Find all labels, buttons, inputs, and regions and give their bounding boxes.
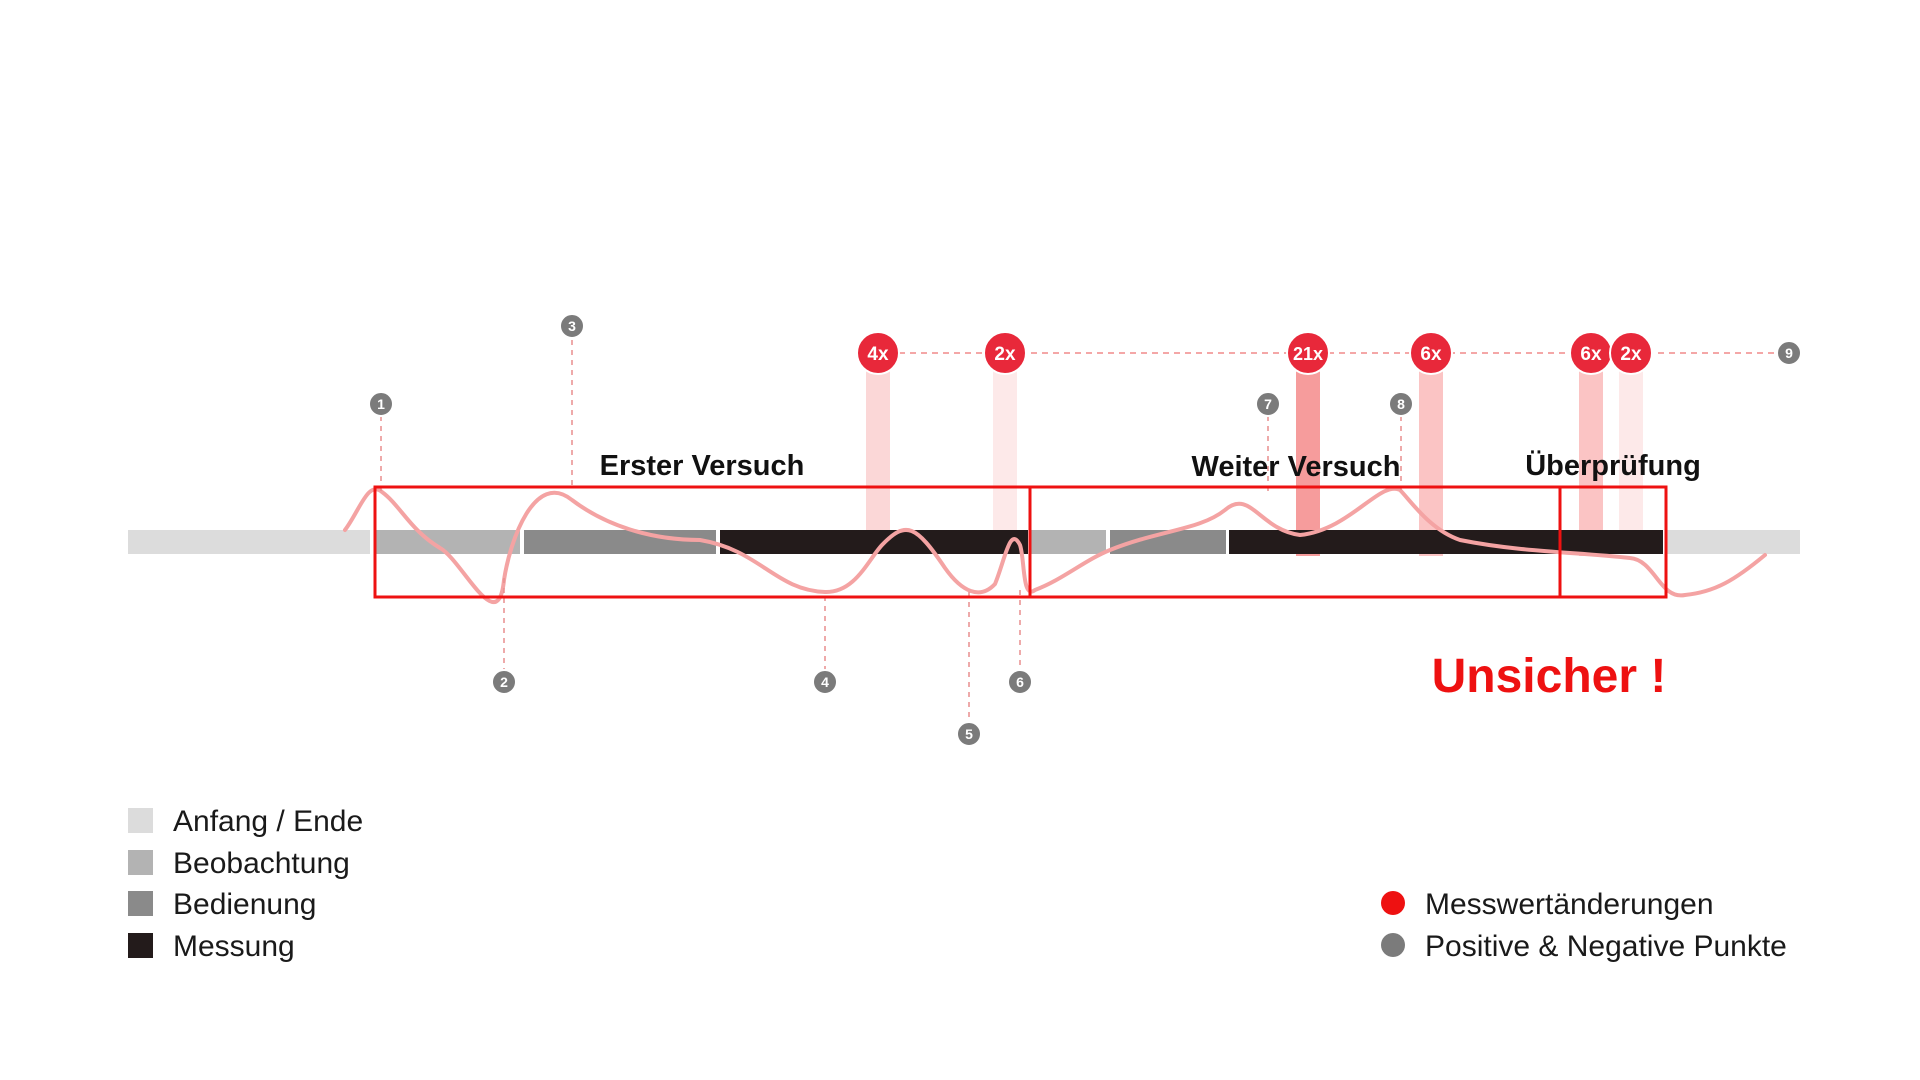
gray-marker-label: 2 bbox=[500, 674, 508, 690]
red-marker: 21x bbox=[1286, 331, 1330, 375]
legend-item-anfang-ende: Anfang / Ende bbox=[128, 805, 363, 838]
gray-marker-label: 5 bbox=[965, 726, 973, 742]
segment-anfang bbox=[128, 530, 370, 554]
red-marker-label: 2x bbox=[994, 344, 1016, 365]
red-marker-label: 2x bbox=[1620, 344, 1642, 365]
segment-beobachtung bbox=[1030, 530, 1106, 554]
legend-left: Anfang / Ende Beobachtung Bedienung Mess… bbox=[128, 805, 363, 963]
legend-item-messwertaenderungen: Messwertänderungen bbox=[1381, 888, 1714, 921]
phase-label-ueberpruefung: Überprüfung bbox=[1525, 449, 1701, 482]
legend-item-messung: Messung bbox=[128, 930, 295, 963]
phase-label-erster-versuch: Erster Versuch bbox=[600, 450, 805, 482]
red-marker: 2x bbox=[1609, 331, 1653, 375]
intensity-column bbox=[1296, 366, 1320, 556]
legend-right: Messwertänderungen Positive & Negative P… bbox=[1381, 888, 1787, 963]
legend-label: Messwertänderungen bbox=[1425, 888, 1714, 921]
gray-marker: 9 bbox=[1776, 340, 1802, 366]
gray-marker: 2 bbox=[491, 669, 517, 695]
gray-marker: 6 bbox=[1007, 669, 1033, 695]
segment-bedienung bbox=[524, 530, 716, 554]
intensity-column bbox=[1579, 366, 1603, 556]
gray-marker: 8 bbox=[1388, 391, 1414, 417]
legend-label: Anfang / Ende bbox=[173, 805, 363, 838]
gray-marker: 5 bbox=[956, 721, 982, 747]
red-marker: 6x bbox=[1569, 331, 1613, 375]
red-marker-label: 4x bbox=[867, 344, 889, 365]
phase-label-weiter-versuch: Weiter Versuch bbox=[1191, 451, 1400, 483]
legend-swatch bbox=[128, 850, 153, 875]
gray-marker-label: 3 bbox=[568, 318, 576, 334]
legend-label: Beobachtung bbox=[173, 847, 350, 880]
warning-text: Unsicher ! bbox=[1432, 650, 1667, 703]
gray-marker-label: 6 bbox=[1016, 674, 1024, 690]
legend-label: Messung bbox=[173, 930, 295, 963]
intensity-column bbox=[1619, 366, 1643, 536]
segment-beobachtung bbox=[376, 530, 520, 554]
red-marker: 4x bbox=[856, 331, 900, 375]
legend-swatch bbox=[128, 891, 153, 916]
gray-marker: 4 bbox=[812, 669, 838, 695]
legend-dot bbox=[1381, 891, 1405, 915]
legend-dot bbox=[1381, 933, 1405, 957]
legend-item-bedienung: Bedienung bbox=[128, 888, 316, 921]
intensity-column bbox=[993, 366, 1017, 536]
gray-marker: 7 bbox=[1255, 391, 1281, 417]
red-marker: 2x bbox=[983, 331, 1027, 375]
legend-item-beobachtung: Beobachtung bbox=[128, 847, 350, 880]
legend-label: Positive & Negative Punkte bbox=[1425, 930, 1787, 963]
legend-label: Bedienung bbox=[173, 888, 316, 921]
legend-swatch bbox=[128, 808, 153, 833]
segment-ende bbox=[1665, 530, 1800, 554]
gray-marker-label: 7 bbox=[1264, 396, 1272, 412]
phase-box-ueberpruefung bbox=[1558, 485, 1668, 599]
gray-marker-label: 4 bbox=[821, 674, 829, 690]
gray-marker-label: 9 bbox=[1785, 345, 1793, 361]
gray-marker: 1 bbox=[368, 391, 394, 417]
emotion-curve bbox=[343, 486, 1767, 604]
red-marker: 6x bbox=[1409, 331, 1453, 375]
red-marker-label: 6x bbox=[1420, 344, 1442, 365]
segment-messung bbox=[720, 530, 1028, 554]
red-marker-label: 6x bbox=[1580, 344, 1602, 365]
gray-marker-label: 8 bbox=[1397, 396, 1405, 412]
red-marker-label: 21x bbox=[1293, 344, 1323, 364]
gray-marker-label: 1 bbox=[377, 396, 385, 412]
intensity-column bbox=[866, 366, 890, 536]
legend-item-positive-negative: Positive & Negative Punkte bbox=[1381, 930, 1787, 963]
legend-swatch bbox=[128, 933, 153, 958]
gray-marker: 3 bbox=[559, 313, 585, 339]
